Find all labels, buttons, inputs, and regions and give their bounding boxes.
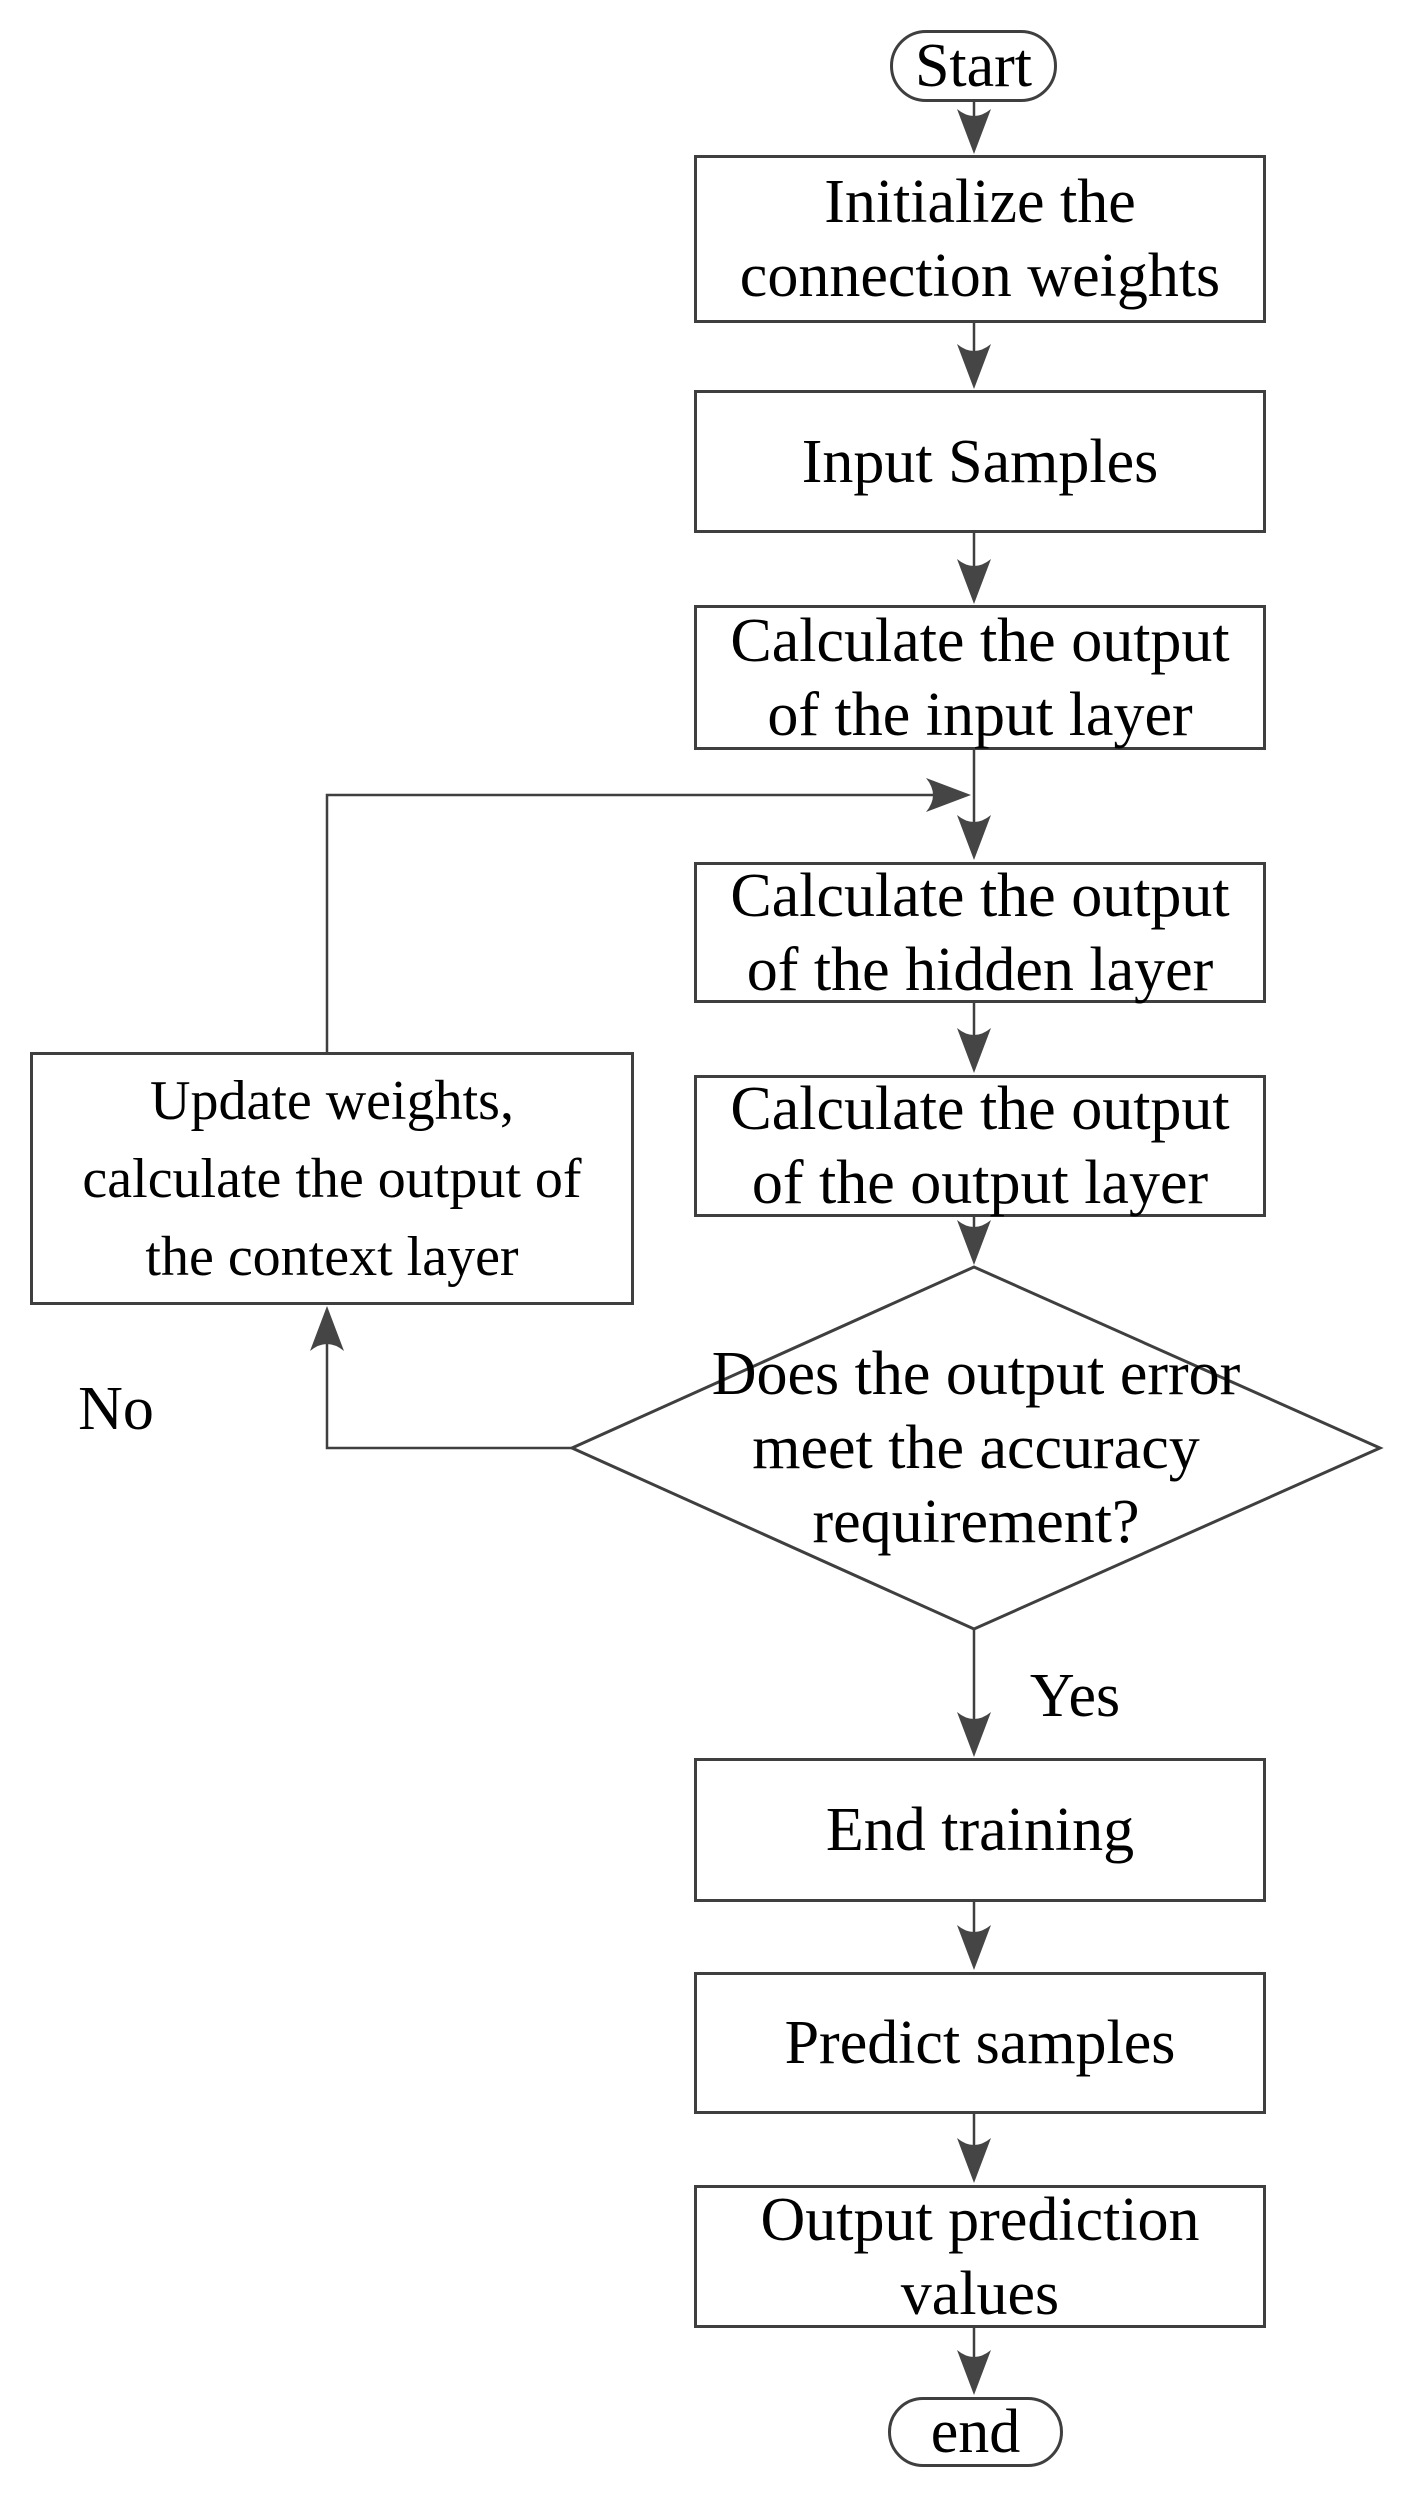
arrowhead-decision xyxy=(957,1220,991,1265)
arrowhead-end xyxy=(957,2350,991,2395)
start-terminator: Start xyxy=(890,30,1057,102)
process-calc-hidden-layer: Calculate the output of the hidden layer xyxy=(694,862,1266,1004)
arrowhead-predict xyxy=(957,1925,991,1970)
process-calc-input-layer: Calculate the output of the input layer xyxy=(694,605,1266,750)
process-update-weights: Update weights, calculate the output of … xyxy=(30,1052,634,1305)
process-input-samples: Input Samples xyxy=(694,390,1266,533)
arrowhead-outputvalues xyxy=(957,2138,991,2183)
end-terminator: end xyxy=(888,2397,1063,2467)
edge-feedback-loop xyxy=(325,793,940,1052)
arrowhead-initialize xyxy=(957,109,991,154)
yes-label: Yes xyxy=(1029,1662,1121,1730)
arrowhead-calcin xyxy=(957,559,991,604)
process-predict-samples: Predict samples xyxy=(694,1972,1266,2114)
process-output-prediction-values: Output prediction values xyxy=(694,2185,1266,2328)
process-end-training: End training xyxy=(694,1758,1266,1902)
arrowhead-feedback-junction xyxy=(926,778,971,812)
edge-no-loop xyxy=(325,1334,572,1450)
decision-text: Does the output error meet the accuracy … xyxy=(711,1340,1241,1556)
arrowhead-calchid xyxy=(957,815,991,860)
process-calc-output-layer: Calculate the output of the output layer xyxy=(694,1075,1266,1217)
arrowhead-input xyxy=(957,344,991,389)
arrowhead-calcout xyxy=(957,1028,991,1073)
no-label: No xyxy=(78,1375,154,1443)
arrowhead-update-weights xyxy=(310,1306,344,1351)
arrowhead-endtraining xyxy=(957,1712,991,1757)
process-initialize-weights: Initialize the connection weights xyxy=(694,155,1266,323)
